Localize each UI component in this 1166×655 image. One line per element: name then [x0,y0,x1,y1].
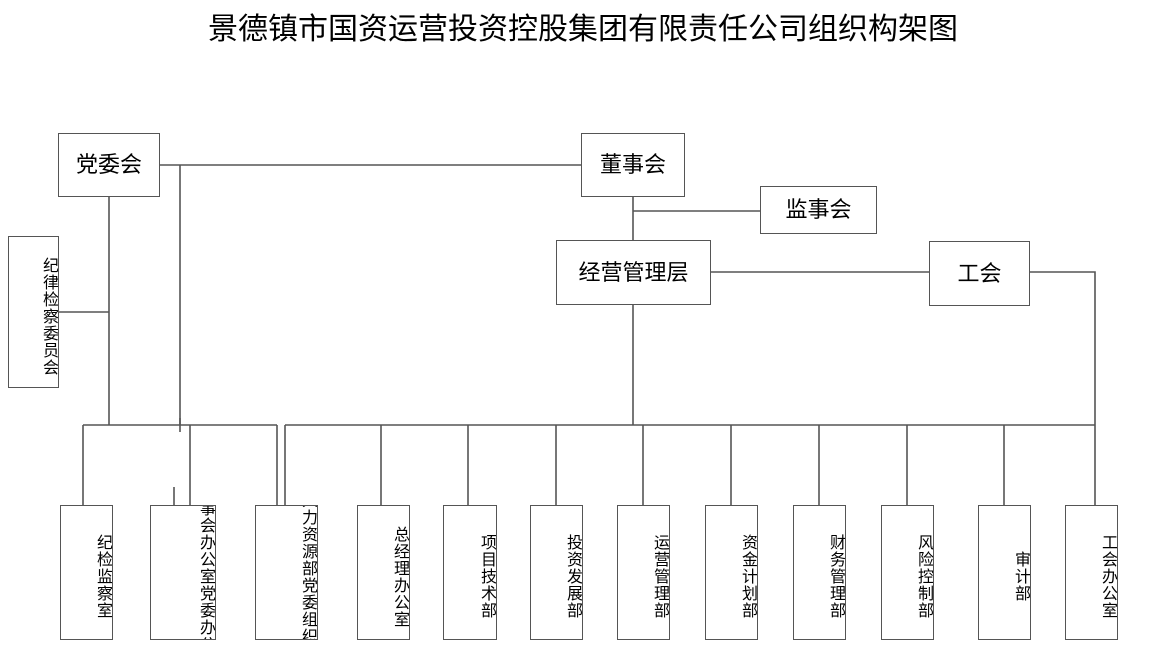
department-label: 资金计划部 [739,534,756,619]
department-box-labor-union-office[interactable]: 工会办公室 [1065,505,1118,640]
department-label: 董事会办公室 [197,505,214,585]
department-label: 人力资源部 [299,505,316,577]
department-label: 财务管理部 [827,534,844,619]
department-label: 党委办公室 [197,585,214,640]
department-label: 投资发展部 [564,534,581,619]
node-label: 党委会 [75,152,142,177]
node-label: 工会 [957,260,1002,286]
union-right-down [1030,271,1096,505]
department-label: 风险控制部 [915,534,932,619]
node-label: 监事会 [785,197,852,222]
department-label: 运营管理部 [651,534,668,619]
node-board-of-supervisors[interactable]: 监事会 [760,186,877,234]
node-board-of-directors[interactable]: 董事会 [581,133,685,197]
node-label: 纪律检察委员会 [40,256,57,376]
department-box-risk-control-dept[interactable]: 风险控制部 [881,505,934,640]
node-management-layer[interactable]: 经营管理层 [556,240,711,305]
department-label: 项目技术部 [478,534,495,619]
department-label: 党委组织部 [299,576,316,640]
department-box-project-technology-dept[interactable]: 项目技术部 [443,505,497,640]
department-box-finance-management-dept[interactable]: 财务管理部 [793,505,846,640]
page-title: 景德镇市国资运营投资控股集团有限责任公司组织构架图 [208,13,958,46]
department-box-hr-and-party-organization[interactable]: 人力资源部党委组织部 [255,505,318,640]
department-box-operations-management-dept[interactable]: 运营管理部 [617,505,670,640]
department-label: 审计部 [1012,551,1029,602]
node-label: 经营管理层 [578,259,689,285]
department-box-investment-development-dept[interactable]: 投资发展部 [530,505,583,640]
department-box-fund-planning-dept[interactable]: 资金计划部 [705,505,758,640]
department-box-audit-dept[interactable]: 审计部 [978,505,1031,640]
department-label: 工会办公室 [1099,534,1116,619]
node-label: 董事会 [599,152,666,177]
node-party-committee[interactable]: 党委会 [58,133,160,197]
department-box-discipline-inspection-office[interactable]: 纪检监察室 [60,505,113,640]
node-labor-union[interactable]: 工会 [929,241,1030,306]
department-box-board-office-and-party-office[interactable]: 董事会办公室党委办公室 [150,505,216,640]
department-label: 总经理办公室 [391,525,408,628]
department-label: 纪检监察室 [94,534,111,619]
department-box-general-manager-office[interactable]: 总经理办公室 [357,505,410,640]
node-discipline-committee[interactable]: 纪律检察委员会 [8,236,59,388]
